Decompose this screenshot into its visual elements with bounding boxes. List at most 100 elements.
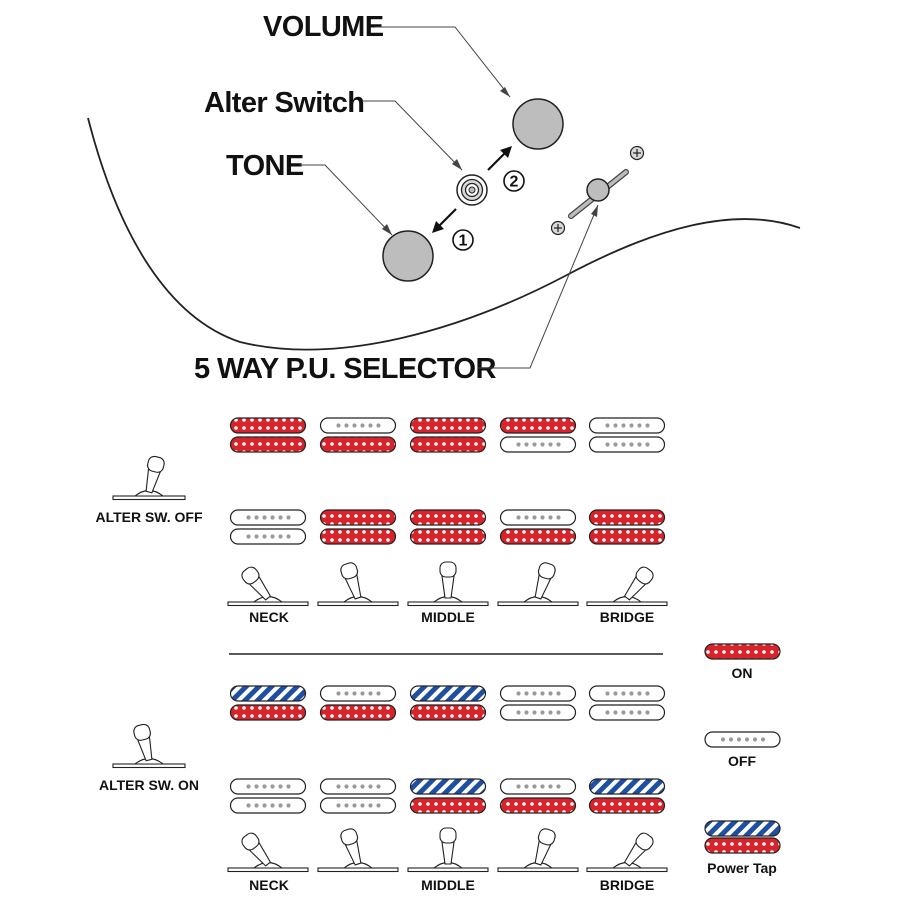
selector-screw-bottom-icon xyxy=(550,220,566,236)
pickup-coil-top xyxy=(229,509,307,526)
position-label-neck: NECK xyxy=(249,877,289,893)
legend-on-label: ON xyxy=(732,665,753,681)
pickup-on-lower xyxy=(499,778,577,814)
volume-leader xyxy=(375,26,511,98)
alter-leader-arrowhead xyxy=(452,159,462,170)
pickup-off-lower xyxy=(229,509,307,545)
selector-lever-5 xyxy=(586,566,668,607)
positions-on: NECK MIDDLE BRIDGE xyxy=(249,877,654,893)
pickup-coil-bottom xyxy=(409,528,487,545)
pickup-coil-top xyxy=(409,417,487,434)
tone-callout: TONE xyxy=(226,150,304,182)
direction-arrowhead-2 xyxy=(500,146,512,158)
pickup-coil-top xyxy=(588,417,666,434)
pickup-coil-top xyxy=(319,509,397,526)
selector-lever-1 xyxy=(227,566,309,607)
selector-leader-arrowhead xyxy=(591,205,598,217)
pickup-coil-top xyxy=(319,417,397,434)
selector-lever-4 xyxy=(497,562,579,607)
pickup-coil-bottom xyxy=(319,436,397,453)
pickup-coil-bottom xyxy=(409,436,487,453)
pickup-coil-top xyxy=(229,685,307,702)
volume-knob xyxy=(512,98,564,150)
legend-on-icon xyxy=(704,643,781,660)
pickup-off-upper xyxy=(499,417,577,453)
pickup-on-lower xyxy=(229,778,307,814)
selector-switch-icon xyxy=(568,169,629,219)
pickup-on-lower xyxy=(319,778,397,814)
step-2-number: 2 xyxy=(510,174,519,191)
pickup-coil-top xyxy=(588,685,666,702)
pickup-coil-top xyxy=(588,778,666,795)
pickup-coil-bottom xyxy=(409,797,487,814)
alter-switch-lever-on xyxy=(112,723,186,769)
alter-off-label: ALTER SW. OFF xyxy=(95,509,203,525)
legend-tap-icon-top xyxy=(704,820,781,837)
pickup-coil-top xyxy=(409,778,487,795)
pickup-grid xyxy=(229,417,781,854)
toggle-lever-group xyxy=(112,455,668,873)
pickup-off-upper xyxy=(229,417,307,453)
pickup-off-lower xyxy=(499,509,577,545)
step-1-number: 1 xyxy=(459,233,468,250)
pickup-coil-top xyxy=(499,778,577,795)
pickup-off-upper xyxy=(588,417,666,453)
selector-lever-2 xyxy=(317,828,399,873)
pickup-on-lower xyxy=(588,778,666,814)
legend-tap-icon-bottom xyxy=(704,837,781,854)
tone-leader xyxy=(300,164,393,236)
pickup-coil-bottom xyxy=(229,797,307,814)
pickup-coil-top xyxy=(229,778,307,795)
selector-leader xyxy=(478,204,599,369)
pickup-coil-top xyxy=(499,509,577,526)
pickup-on-upper xyxy=(409,685,487,721)
selector-lever-2 xyxy=(317,562,399,607)
volume-leader-arrowhead xyxy=(500,87,510,97)
legend-off-label: OFF xyxy=(728,753,756,769)
pickup-coil-top xyxy=(229,417,307,434)
pickup-off-upper xyxy=(319,417,397,453)
volume-callout: VOLUME xyxy=(263,11,384,43)
alter-switch-lever-off xyxy=(112,455,186,501)
pickup-coil-bottom xyxy=(319,704,397,721)
position-label-neck: NECK xyxy=(249,609,289,625)
pickup-coil-bottom xyxy=(499,436,577,453)
pickup-on-upper xyxy=(229,685,307,721)
pickup-coil-bottom xyxy=(588,436,666,453)
alter-switch-icon xyxy=(456,174,488,206)
pickup-coil-bottom xyxy=(588,797,666,814)
pickup-coil-bottom xyxy=(229,704,307,721)
alter-switch-leader xyxy=(362,100,463,171)
pickup-coil-bottom xyxy=(499,704,577,721)
pickup-on-upper xyxy=(319,685,397,721)
pickup-coil-top xyxy=(319,778,397,795)
pickup-coil-bottom xyxy=(409,704,487,721)
alter-on-label: ALTER SW. ON xyxy=(99,777,199,793)
positions-off: NECK MIDDLE BRIDGE xyxy=(249,609,654,625)
pickup-off-lower xyxy=(588,509,666,545)
pickup-coil-top xyxy=(588,509,666,526)
selector-lever-3 xyxy=(407,561,489,607)
alter-switch-callout: Alter Switch xyxy=(204,87,364,119)
legend-off-icon xyxy=(704,731,781,748)
selector-callout: 5 WAY P.U. SELECTOR xyxy=(194,353,496,385)
pickup-coil-bottom xyxy=(499,797,577,814)
pickup-coil-top xyxy=(409,509,487,526)
selector-lever-1 xyxy=(227,832,309,873)
selector-lever-4 xyxy=(497,828,579,873)
pickup-coil-bottom xyxy=(229,436,307,453)
tone-leader-arrowhead xyxy=(382,224,392,235)
position-label-bridge: BRIDGE xyxy=(600,877,654,893)
pickup-coil-bottom xyxy=(588,528,666,545)
pickup-coil-bottom xyxy=(319,797,397,814)
guitar-body-outline xyxy=(87,117,801,351)
step-1-badge xyxy=(452,229,474,251)
pickup-off-lower xyxy=(409,509,487,545)
pickup-coil-bottom xyxy=(499,528,577,545)
pickup-on-upper xyxy=(499,685,577,721)
pickup-coil-bottom xyxy=(229,528,307,545)
pickup-off-upper xyxy=(409,417,487,453)
selector-lever-5 xyxy=(586,832,668,873)
position-label-middle: MIDDLE xyxy=(421,877,475,893)
